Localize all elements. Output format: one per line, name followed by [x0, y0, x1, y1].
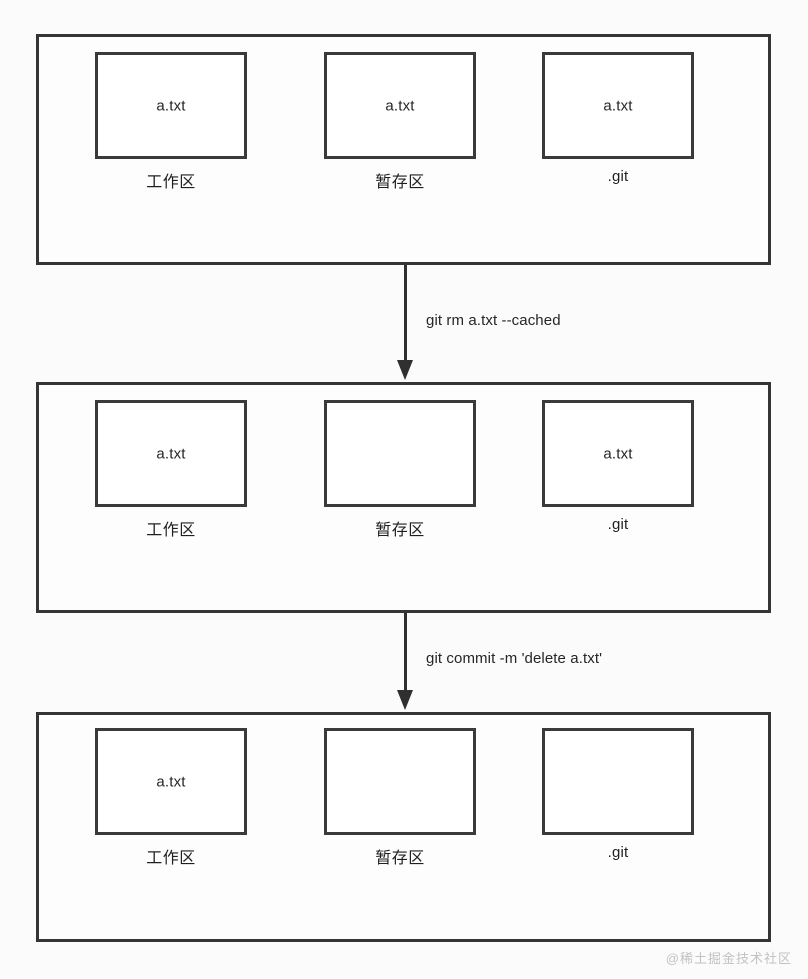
area-caption-staging-area: 暂存区: [375, 850, 425, 867]
stage-panel-after-rm-cached: a.txt 工作区 暂存区 a.txt .git: [36, 382, 771, 613]
area-git-repository: .git: [542, 728, 694, 861]
area-staging-area: 暂存区: [324, 400, 476, 540]
area-working-tree: a.txt 工作区: [95, 400, 247, 540]
file-label: a.txt: [156, 445, 186, 462]
file-label: a.txt: [603, 97, 633, 114]
arrow-head-down-icon: [397, 360, 413, 380]
area-staging-area: a.txt 暂存区: [324, 52, 476, 192]
stage-panel-after-commit: a.txt 工作区 暂存区 .git: [36, 712, 771, 942]
file-label: a.txt: [385, 97, 415, 114]
area-caption-staging-area: 暂存区: [375, 174, 425, 191]
area-git-repository: a.txt .git: [542, 400, 694, 533]
transition-rm-cached: git rm a.txt --cached: [0, 265, 808, 382]
file-label: a.txt: [156, 773, 186, 790]
area-caption-working-tree: 工作区: [146, 174, 196, 191]
arrow-shaft: [404, 613, 407, 692]
arrow-head-down-icon: [397, 690, 413, 710]
watermark: @稀土掘金技术社区: [665, 951, 792, 966]
area-caption-git-repository: .git: [607, 168, 629, 185]
stage-panel-initial: a.txt 工作区 a.txt 暂存区 a.txt .git: [36, 34, 771, 265]
area-caption-staging-area: 暂存区: [375, 522, 425, 539]
transition-label-commit: git commit -m 'delete a.txt': [426, 650, 603, 667]
area-box-git-repository: a.txt: [542, 400, 694, 507]
area-working-tree: a.txt 工作区: [95, 52, 247, 192]
file-label: a.txt: [603, 445, 633, 462]
area-box-git-repository: a.txt: [542, 52, 694, 159]
area-box-working-tree: a.txt: [95, 52, 247, 159]
area-box-git-repository: [542, 728, 694, 835]
area-caption-working-tree: 工作区: [146, 850, 196, 867]
file-label: a.txt: [156, 97, 186, 114]
transition-commit: git commit -m 'delete a.txt': [0, 613, 808, 712]
area-box-staging-area: a.txt: [324, 52, 476, 159]
area-box-staging-area: [324, 400, 476, 507]
transition-label-rm-cached: git rm a.txt --cached: [426, 312, 561, 329]
area-caption-git-repository: .git: [607, 516, 629, 533]
area-box-staging-area: [324, 728, 476, 835]
area-box-working-tree: a.txt: [95, 728, 247, 835]
area-caption-working-tree: 工作区: [146, 522, 196, 539]
area-git-repository: a.txt .git: [542, 52, 694, 185]
area-caption-git-repository: .git: [607, 844, 629, 861]
arrow-shaft: [404, 265, 407, 362]
area-staging-area: 暂存区: [324, 728, 476, 868]
area-working-tree: a.txt 工作区: [95, 728, 247, 868]
area-box-working-tree: a.txt: [95, 400, 247, 507]
